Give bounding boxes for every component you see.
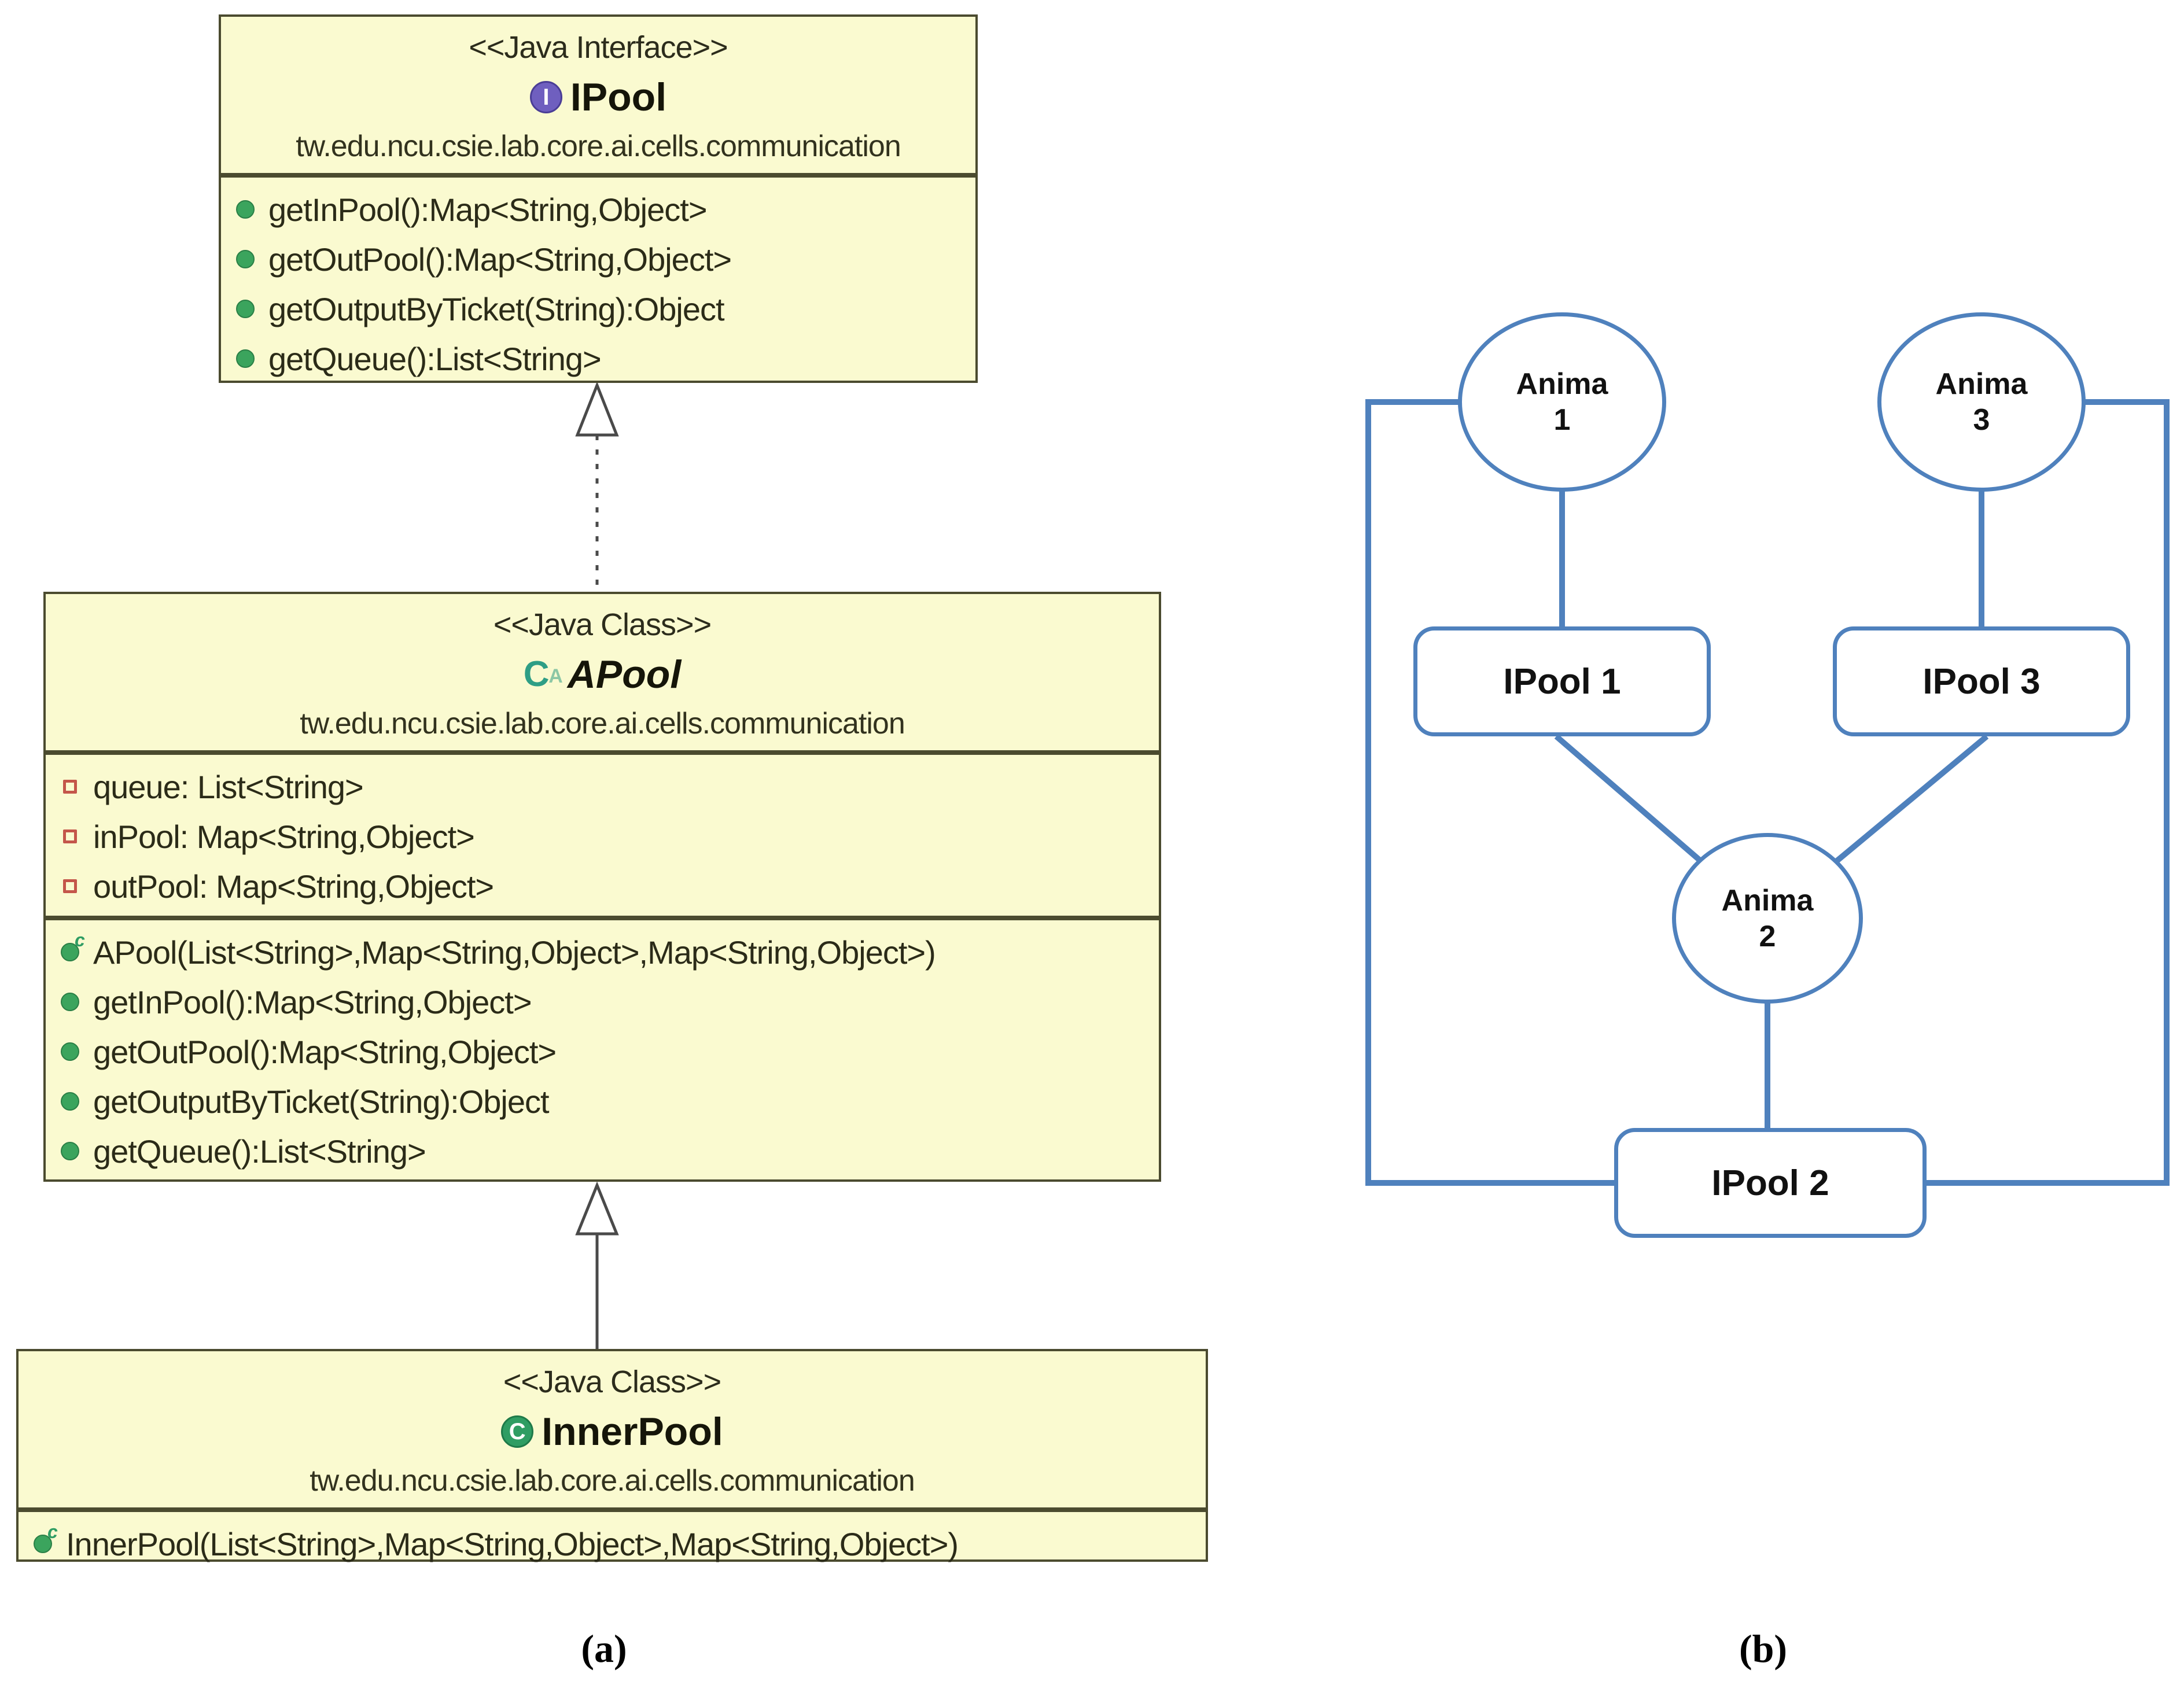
node-number: 1 [1553,403,1571,437]
network-wires [1365,399,2170,1186]
field-row: inPool: Map<String,Object> [61,812,1147,861]
method-row: getQueue():List<String> [61,1126,1147,1176]
wire-outer-left [1365,399,1769,1186]
class-name: InnerPool [542,1410,723,1454]
method-row: getOutputByTicket(String):Object [236,284,964,334]
caption-b: (b) [1739,1626,1788,1671]
package-name: tw.edu.ncu.csie.lab.core.ai.cells.commun… [310,1464,915,1498]
method-row: getInPool():Map<String,Object> [61,977,1147,1027]
public-method-icon [61,1042,80,1061]
public-method-icon [61,1141,80,1161]
public-method-icon [236,299,256,319]
class-name: APool [567,652,682,696]
package-name: tw.edu.ncu.csie.lab.core.ai.cells.commun… [296,130,901,163]
java-interface-icon: I [529,81,562,113]
method-list: getInPool():Map<String,Object> getOutPoo… [221,178,975,384]
compartment-divider [46,750,1159,755]
extends-arrow [575,1181,619,1349]
public-method-icon [61,992,80,1012]
wire-outer-right [1769,399,2170,1186]
public-method-icon [236,349,256,368]
stereotype-label: <<Java Class>> [493,607,712,642]
node-label: Anima [1935,367,2028,401]
public-method-icon [61,1092,80,1111]
method-row: getInPool():Map<String,Object> [236,185,964,234]
method-list: c InnerPool(List<String>,Map<String,Obje… [19,1512,1206,1569]
compartment-divider [46,916,1159,920]
method-list: c APool(List<String>,Map<String,Object>,… [46,920,1159,1176]
private-field-icon [61,777,80,797]
method-row: getOutputByTicket(String):Object [61,1076,1147,1126]
method-row: getOutPool():Map<String,Object> [236,234,964,284]
node-ipool-2: IPool 2 [1614,1128,1927,1238]
class-box-innerpool: <<Java Class>> C InnerPool tw.edu.ncu.cs… [16,1349,1208,1562]
class-name-row: C A APool [46,647,1159,702]
class-name: IPool [570,75,667,119]
constructor-row: c APool(List<String>,Map<String,Object>,… [61,927,1147,977]
package-name: tw.edu.ncu.csie.lab.core.ai.cells.commun… [300,707,905,740]
class-box-ipool: <<Java Interface>> I IPool tw.edu.ncu.cs… [219,14,978,383]
private-field-icon [61,876,80,896]
stereotype-label: <<Java Class>> [503,1365,721,1399]
implements-arrow [575,381,619,592]
node-anima-2: Anima 2 [1672,833,1863,1004]
compartment-divider [19,1507,1206,1512]
method-row: getQueue():List<String> [236,334,964,384]
method-row: getOutPool():Map<String,Object> [61,1027,1147,1076]
constructor-icon: c [61,930,85,962]
stereotype-label: <<Java Interface>> [469,30,728,65]
node-ipool-1: IPool 1 [1413,626,1711,736]
compartment-divider [221,173,975,178]
node-label: Anima [1721,883,1814,917]
class-name-row: I IPool [221,70,975,124]
field-list: queue: List<String> inPool: Map<String,O… [46,755,1159,911]
node-anima-3: Anima 3 [1877,312,2086,492]
node-number: 2 [1759,919,1776,953]
class-name-row: C InnerPool [19,1404,1206,1459]
node-label: Anima [1516,367,1608,401]
node-ipool-3: IPool 3 [1833,626,2130,736]
field-row: outPool: Map<String,Object> [61,861,1147,911]
node-label: IPool 3 [1922,661,2041,702]
node-label: IPool 2 [1711,1163,1829,1203]
field-row: queue: List<String> [61,762,1147,812]
public-method-icon [236,200,256,219]
constructor-icon: c [34,1521,58,1554]
abstract-class-icon: C A [523,654,563,694]
node-number: 3 [1973,403,1990,437]
node-anima-1: Anima 1 [1458,312,1666,492]
public-method-icon [236,249,256,269]
node-label: IPool 1 [1503,661,1621,702]
java-class-icon: C [501,1415,534,1448]
class-box-apool: <<Java Class>> C A APool tw.edu.ncu.csie… [43,592,1161,1182]
constructor-row: c InnerPool(List<String>,Map<String,Obje… [34,1519,1194,1569]
private-field-icon [61,827,80,846]
caption-a: (a) [581,1626,627,1671]
